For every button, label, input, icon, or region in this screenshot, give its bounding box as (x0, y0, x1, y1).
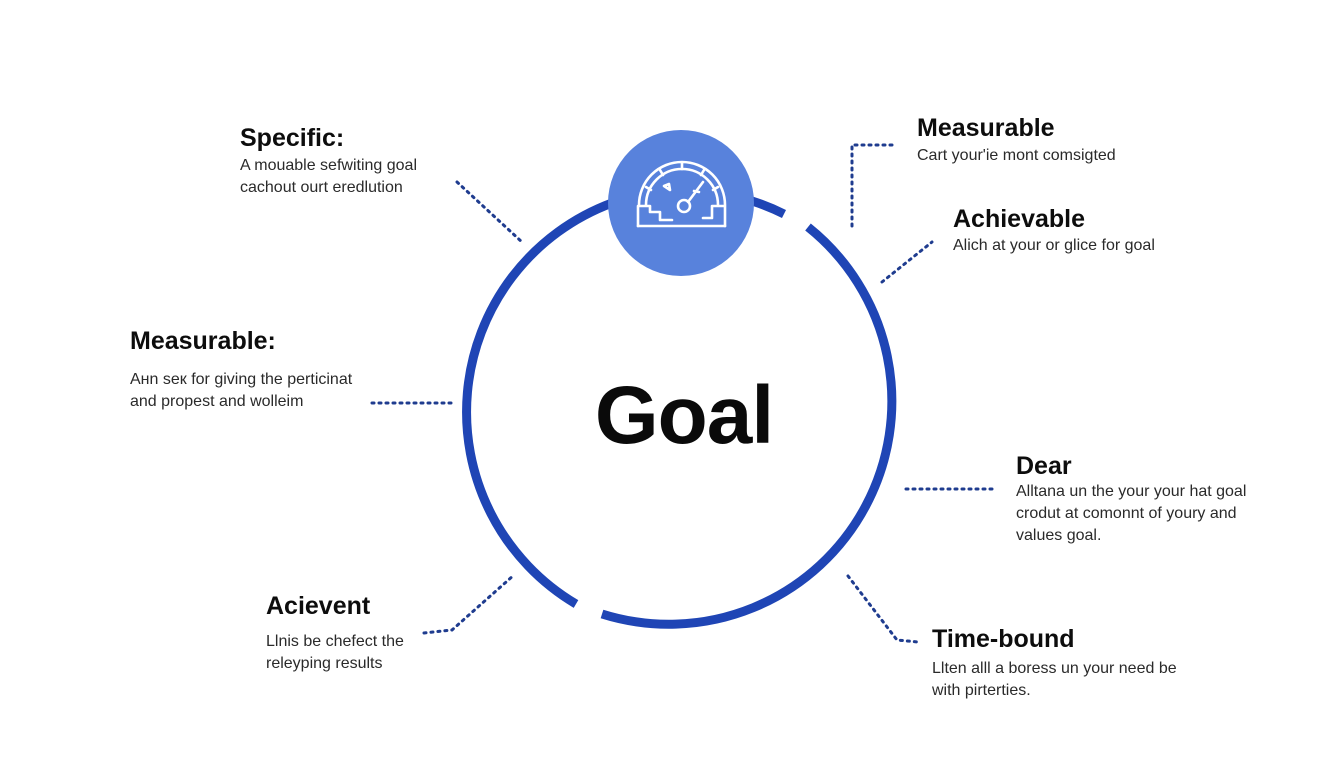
label-specific-desc: A mouable sefwiting goal cachout ourt er… (240, 155, 417, 199)
connector-time-bound (846, 574, 920, 644)
label-achievable-line-1: Alich at your or glice for goal (953, 237, 1155, 254)
label-specific: Specific: A mouable sefwiting goal cacho… (240, 123, 417, 199)
label-achievable-title: Achievable (953, 205, 1086, 233)
label-achievable-desc: Alich at your or glice for goal (953, 235, 1155, 257)
label-acievent: Acievent Llnis be chefect the releyping … (266, 591, 404, 675)
label-dear: Dear Alltana un the your your hat goal c… (1016, 451, 1246, 547)
label-measurable-left-title: Measurable: (130, 327, 276, 355)
label-time-bound-line-1: Llten alll a boress un уour need be (932, 660, 1177, 677)
label-time-bound-title: Time-bound (932, 625, 1075, 653)
goal-ring-left-arc (462, 198, 614, 608)
label-time-bound: Time-bound Llten alll a boress un уour n… (932, 624, 1177, 702)
goal-badge (608, 130, 754, 276)
label-dear-desc: Alltana un the your your hat goal crodut… (1016, 481, 1246, 547)
label-dear-line-1: Alltana un the your your hat goal (1016, 483, 1247, 500)
label-achievable: Achievable Alich at your or glice for go… (953, 204, 1155, 257)
label-measurable-right-line-1: Cart your'ie mont comsigted (917, 147, 1116, 164)
gauge-icon (636, 160, 727, 228)
label-measurable-right-desc: Cart your'ie mont comsigted (917, 145, 1116, 167)
label-measurable-left-line-2: and propest and wolleim (130, 393, 304, 410)
label-measurable-left: Measurable: Aнn seк for giving the perti… (130, 326, 352, 413)
goal-ring-top-arc (750, 196, 787, 219)
label-acievent-line-2: releyping results (266, 655, 383, 672)
label-specific-line-2: cachout ourt eredlution (240, 179, 403, 196)
label-acievent-title: Acievent (266, 592, 371, 620)
label-specific-line-1: A mouable sefwiting goal (240, 157, 417, 174)
label-measurable-right-title: Measurable (917, 114, 1055, 142)
label-acievent-line-1: Llnis be chefect the (266, 633, 404, 650)
label-measurable-left-line-1: Aнn seк for giving the perticinat (130, 371, 353, 388)
label-measurable-right: Measurable Cart your'ie mont comsigted (917, 113, 1116, 167)
label-dear-line-3: values goal. (1016, 527, 1102, 544)
connector-specific (455, 180, 525, 245)
connector-measurable-right (850, 143, 895, 228)
goal-ring-right-arc (600, 223, 897, 629)
label-acievent-desc: Llnis be chefect the releyping results (266, 631, 404, 675)
label-time-bound-desc: Llten alll a boress un уour need be with… (932, 658, 1177, 702)
label-dear-line-2: crodut at comonnt of youry and (1016, 505, 1237, 522)
label-time-bound-line-2: with pirtertіes. (932, 682, 1031, 699)
connector-achievable (880, 240, 934, 284)
connector-acievent (422, 573, 516, 635)
label-measurable-left-desc: Aнn seк for giving the perticinat and pr… (130, 369, 352, 413)
label-specific-title: Specific: (240, 124, 345, 152)
label-dear-title: Dear (1016, 452, 1072, 480)
goal-center-title: Goal (594, 370, 774, 461)
